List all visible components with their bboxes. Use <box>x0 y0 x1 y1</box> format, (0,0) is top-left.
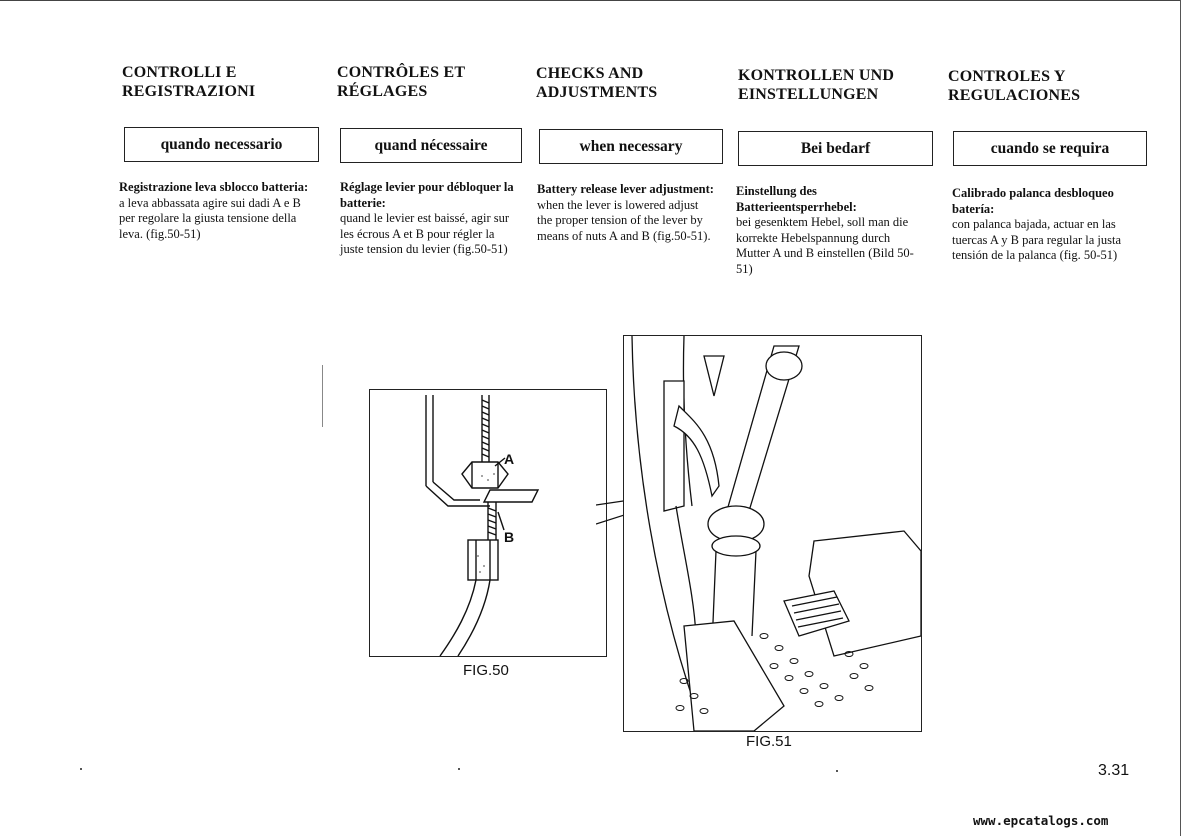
column-es: CONTROLES Y REGULACIONES <box>948 67 1148 105</box>
column-de: KONTROLLEN UND EINSTELLUNGEN <box>738 66 938 104</box>
heading-es: CONTROLES Y REGULACIONES <box>948 67 1148 105</box>
page-number: 3.31 <box>1098 762 1130 779</box>
heading-line-1: CHECKS AND <box>536 65 644 82</box>
pedal-compartment-illustration <box>631 335 922 732</box>
battery-lever-nut-illustration: A B <box>425 395 540 657</box>
when-box-de: Bei bedarf <box>738 131 933 166</box>
paragraph-body: a leva abbassata agire sui dadi A e B pe… <box>119 195 301 241</box>
heading-fr: CONTRÔLES ET RÉGLAGES <box>337 63 537 101</box>
column-fr: CONTRÔLES ET RÉGLAGES <box>337 63 537 101</box>
margin-rule <box>322 365 323 427</box>
heading-en: CHECKS AND ADJUSTMENTS <box>536 64 736 102</box>
scan-speck <box>458 768 460 770</box>
paragraph-title: Einstellung des Batterieentsperrhebel: <box>736 184 857 214</box>
page-border-right <box>1180 0 1181 836</box>
when-box-es: cuando se requira <box>953 131 1147 166</box>
heading-line-2: REGISTRAZIONI <box>122 83 256 100</box>
paragraph-it: Registrazione leva sblocco batteria: a l… <box>119 180 311 242</box>
paragraph-title: Battery release lever adjustment: <box>537 182 714 196</box>
heading-line-1: CONTROLES Y <box>948 68 1066 85</box>
heading-line-1: KONTROLLEN UND <box>738 67 895 84</box>
heading-line-2: RÉGLAGES <box>337 83 428 100</box>
scan-speck <box>836 770 838 772</box>
heading-line-2: ADJUSTMENTS <box>536 84 658 101</box>
scan-speck <box>80 768 82 770</box>
figure-50: A B <box>369 389 607 657</box>
figure-51-caption: FIG.51 <box>746 733 792 750</box>
watermark: www.epcatalogs.com <box>973 813 1109 828</box>
when-label: quando necessario <box>160 135 283 153</box>
heading-line-2: REGULACIONES <box>948 87 1081 104</box>
paragraph-body: bei gesenktem Hebel, soll man die korrek… <box>736 215 914 276</box>
when-box-en: when necessary <box>539 129 723 164</box>
figure-50-caption: FIG.50 <box>463 662 509 679</box>
when-box-it: quando necessario <box>124 127 319 162</box>
heading-de: KONTROLLEN UND EINSTELLUNGEN <box>738 66 938 104</box>
column-en: CHECKS AND ADJUSTMENTS <box>536 64 736 102</box>
figure-51 <box>623 335 922 732</box>
when-label: Bei bedarf <box>800 139 871 157</box>
page-border-top <box>0 0 1180 1</box>
paragraph-title: Calibrado palanca desbloqueo batería: <box>952 186 1114 216</box>
paragraph-en: Battery release lever adjustment: when t… <box>537 182 715 244</box>
paragraph-body: when the lever is lowered adjust the pro… <box>537 197 711 243</box>
when-label: cuando se requira <box>990 139 1110 157</box>
heading-it: CONTROLLI E REGISTRAZIONI <box>122 63 322 101</box>
heading-line-2: EINSTELLUNGEN <box>738 86 879 103</box>
heading-line-1: CONTROLLI E <box>122 64 237 81</box>
label-a: A <box>504 451 514 467</box>
paragraph-es: Calibrado palanca desbloqueo batería: co… <box>952 186 1142 264</box>
heading-line-1: CONTRÔLES ET <box>337 64 466 81</box>
when-label: when necessary <box>579 137 683 155</box>
when-label: quand nécessaire <box>374 136 488 154</box>
paragraph-title: Réglage levier pour débloquer la batteri… <box>340 180 514 210</box>
label-b: B <box>504 529 514 545</box>
when-box-fr: quand nécessaire <box>340 128 522 163</box>
column-it: CONTROLLI E REGISTRAZIONI <box>122 63 322 101</box>
paragraph-de: Einstellung des Batterieentsperrhebel: b… <box>736 184 920 278</box>
paragraph-body: quand le levier est baissé, agir sur les… <box>340 211 510 257</box>
paragraph-title: Registrazione leva sblocco batteria: <box>119 180 309 194</box>
paragraph-fr: Réglage levier pour débloquer la batteri… <box>340 180 520 258</box>
paragraph-body: con palanca bajada, actuar en las tuerca… <box>952 217 1122 263</box>
